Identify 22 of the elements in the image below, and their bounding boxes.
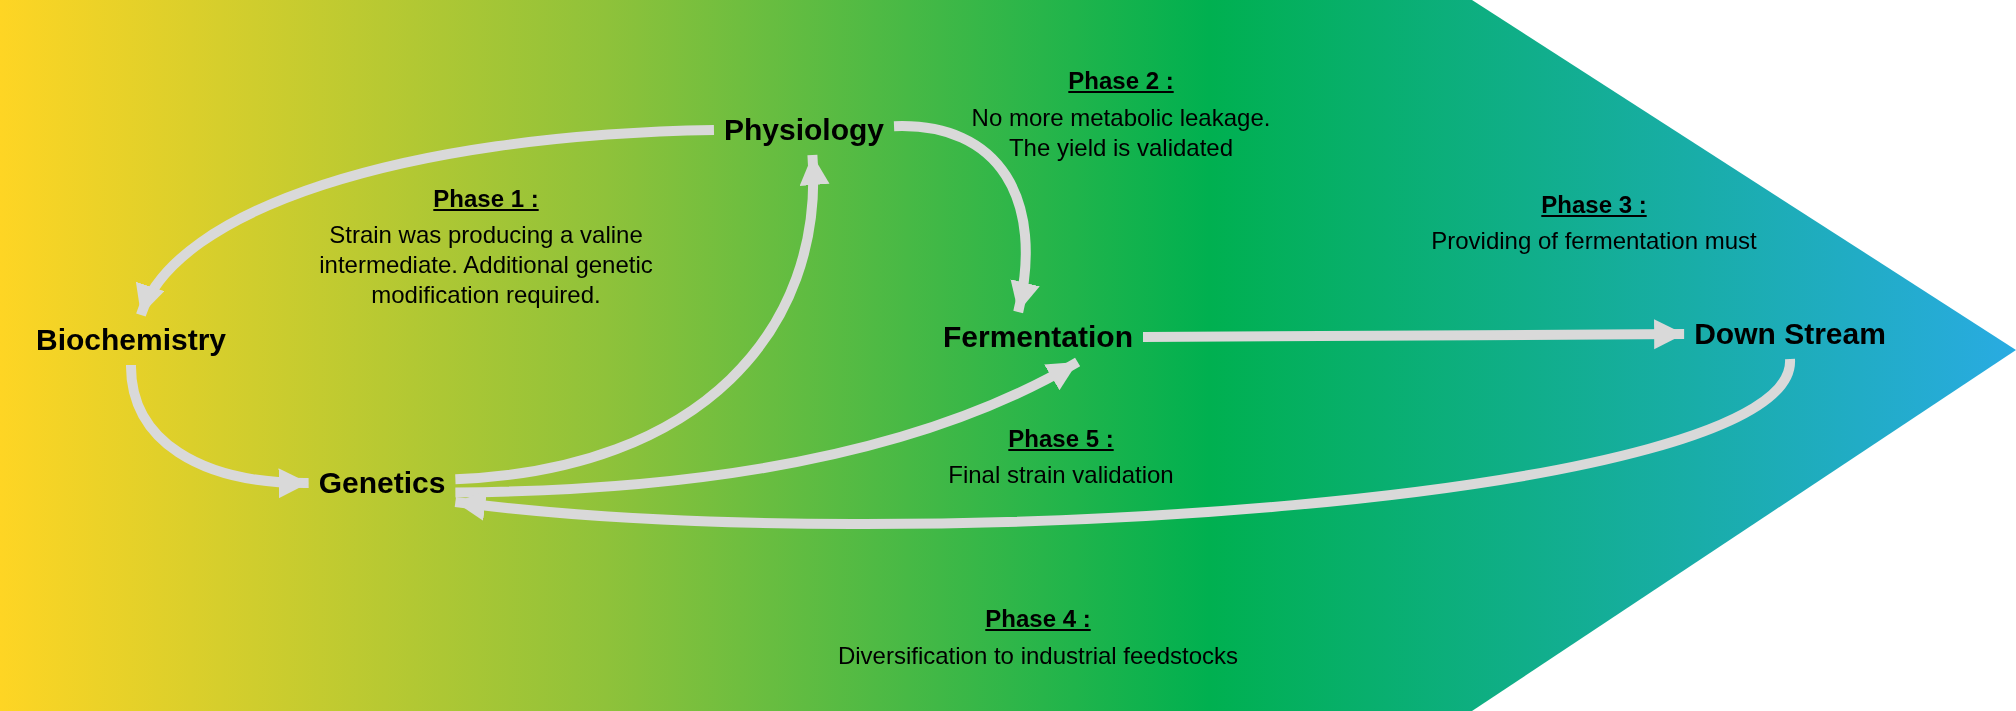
node-label: Genetics (314, 464, 450, 502)
phase-heading: Phase 4 : (985, 604, 1091, 634)
arrow (136, 125, 715, 318)
node-label: Fermentation (939, 318, 1137, 356)
node-label: Down Stream (1690, 315, 1890, 353)
phase-heading: Phase 2 : (1068, 66, 1174, 96)
arrow (454, 356, 1795, 529)
phase-heading: Phase 5 : (1008, 424, 1114, 454)
arrow (126, 364, 309, 498)
arrow (454, 154, 828, 485)
node-label: Biochemistry (31, 321, 231, 359)
phase-heading: Phase 1 : (433, 184, 539, 214)
arrow (893, 121, 1039, 313)
phase-description: Providing of fermentation must (1430, 226, 1758, 256)
node-label: Physiology (720, 111, 888, 149)
phase-description: Final strain validation (947, 460, 1175, 490)
arrow (1143, 319, 1685, 350)
phase-description: Strain was producing a valine intermediate. Additional genetic modification required. (318, 220, 654, 310)
arrow (455, 357, 1081, 498)
phase-heading: Phase 3 : (1541, 190, 1647, 220)
phase-description: No more metabolic leakage. The yield is validated (971, 103, 1271, 163)
phase-description: Diversification to industrial feedstocks (836, 641, 1240, 671)
